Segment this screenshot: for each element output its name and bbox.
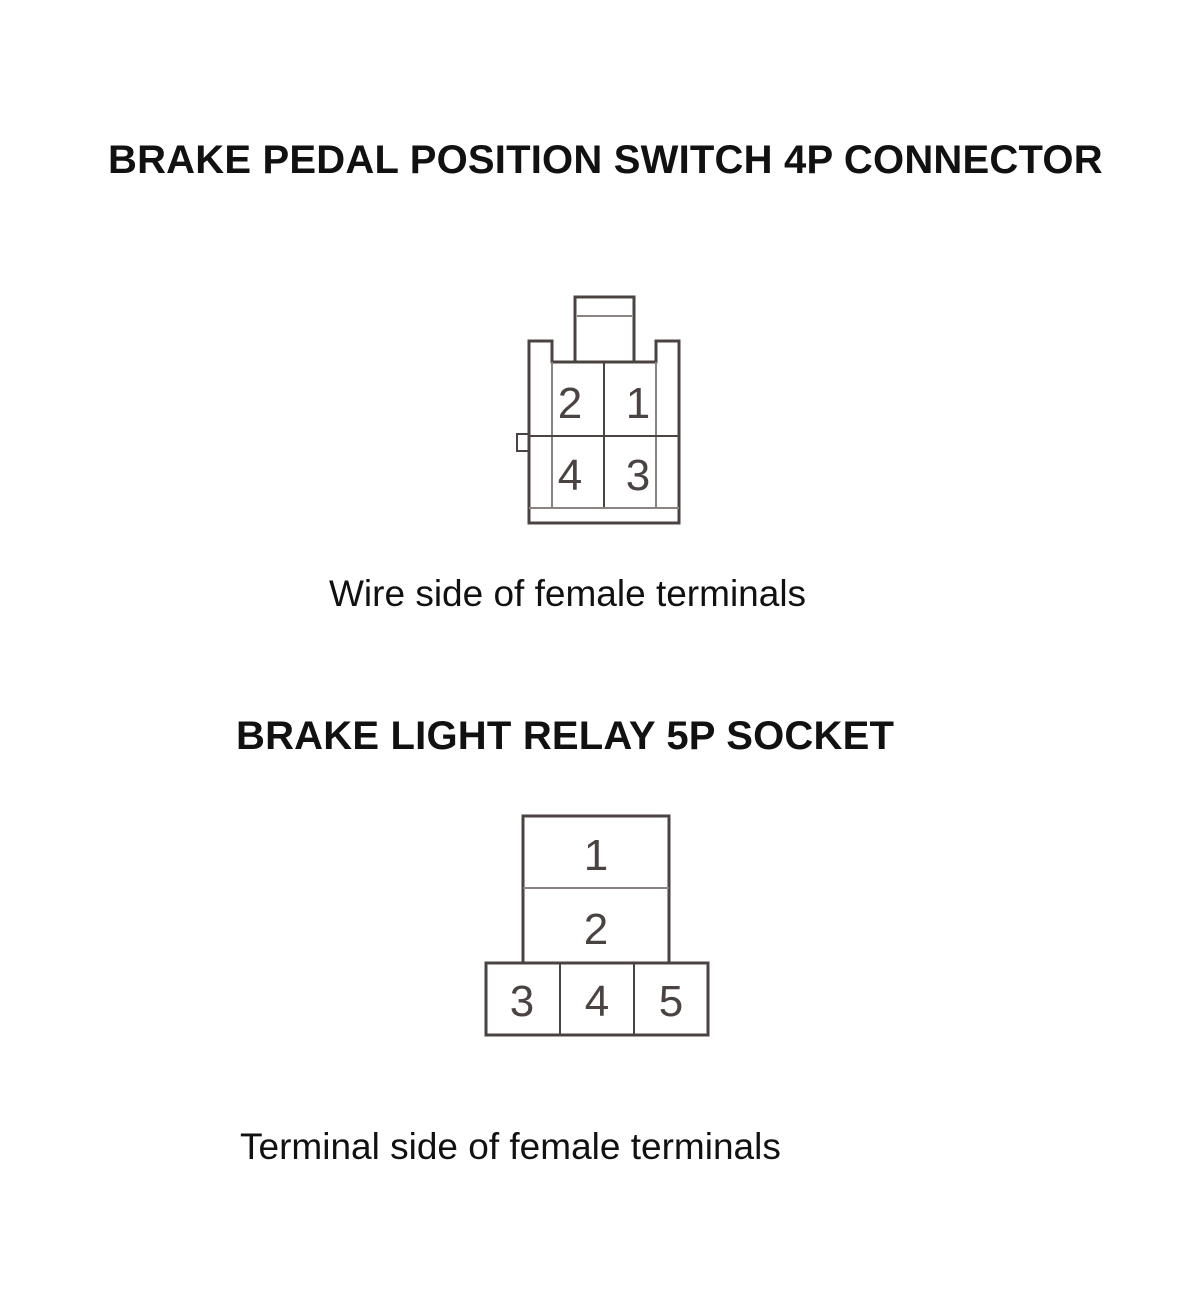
- socket-lower-block: [484, 961, 710, 1037]
- brake-light-relay-title: BRAKE LIGHT RELAY 5P SOCKET: [236, 714, 895, 758]
- brake-light-relay-5p-socket: 1 2 3 4 5: [484, 814, 710, 1037]
- connector-side-tab: [516, 433, 529, 452]
- connector-body: [527, 339, 681, 525]
- connector-latch: [573, 295, 636, 362]
- pin-2: 2: [558, 379, 582, 428]
- brake-light-relay-caption: Terminal side of female terminals: [240, 1126, 781, 1167]
- socket-pin-1: 1: [584, 831, 608, 880]
- brake-pedal-switch-title: BRAKE PEDAL POSITION SWITCH 4P CONNECTOR: [108, 138, 1103, 182]
- socket-pin-5: 5: [659, 977, 683, 1026]
- socket-pin-3: 3: [510, 977, 534, 1026]
- pin-4: 4: [558, 451, 582, 500]
- pin-3: 3: [626, 451, 650, 500]
- brake-pedal-switch-4p-connector: 2 1 4 3: [516, 295, 681, 525]
- pin-1: 1: [626, 379, 650, 428]
- socket-pin-2: 2: [584, 905, 608, 954]
- brake-pedal-switch-caption: Wire side of female terminals: [329, 573, 807, 614]
- socket-pin-4: 4: [585, 977, 609, 1026]
